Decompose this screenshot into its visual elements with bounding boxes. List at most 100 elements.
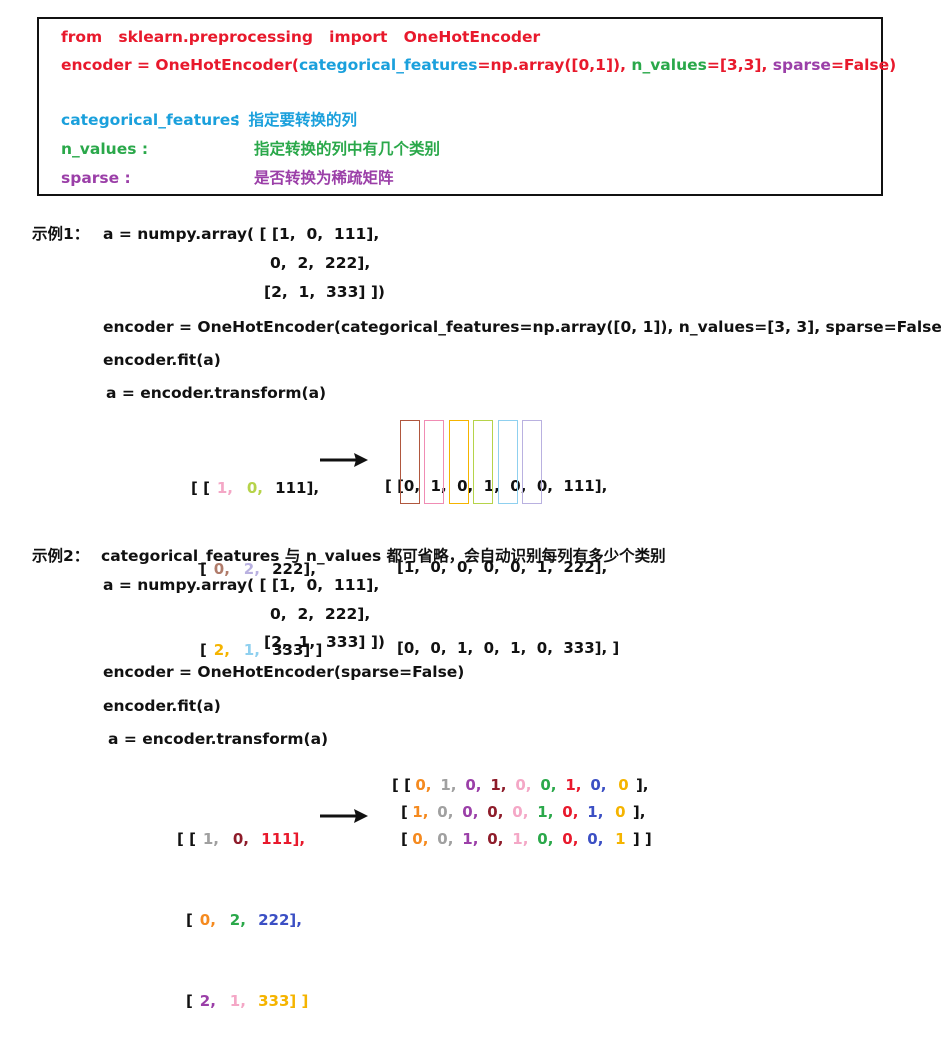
- matrix-row: [ [0, 1, 0, 1, 0, 0, 111],: [385, 477, 608, 495]
- param-nvalues-desc: 指定转换的列中有几个类别: [254, 140, 441, 158]
- cell: 0,: [199, 911, 216, 929]
- cell: 0: [618, 776, 629, 794]
- cell: 1,: [440, 776, 457, 794]
- cell: 0,: [415, 776, 432, 794]
- cell: 1,: [587, 803, 604, 821]
- example1-output-matrix: [ [0, 1, 0, 1, 0, 0, 111], [1, 0, 0, 0, …: [385, 419, 619, 689]
- cell: 0,: [540, 776, 557, 794]
- cell: 111],: [275, 479, 320, 497]
- cell: 2,: [229, 911, 246, 929]
- matrix-row: [ [0,1,0,1,0,0,1,0,0],: [392, 772, 652, 799]
- example1-encoder-line: encoder = OneHotEncoder(categorical_feat…: [103, 318, 941, 336]
- example1-input-matrix: [ [1,0, 111], [0,2, 222], [2,1, 333] ]: [191, 421, 322, 691]
- example1-label: 示例1：: [32, 225, 90, 243]
- matrix-row: [2, 1, 333] ]: [177, 988, 308, 1015]
- ctor-text: =False): [830, 56, 897, 74]
- cell: 0: [615, 803, 626, 821]
- encoder-constructor-line: encoder = OneHotEncoder(categorical_feat…: [61, 55, 896, 75]
- cell: 333] ]: [272, 641, 323, 659]
- cell: 0,: [562, 803, 579, 821]
- cell: 1,: [565, 776, 582, 794]
- cell: 1,: [202, 830, 219, 848]
- cell: 1,: [462, 830, 479, 848]
- matrix-row: [0,0,1,0,1,0,0,0,1] ]: [392, 826, 652, 853]
- bracket: [: [200, 641, 207, 659]
- column-highlight-box: [400, 420, 420, 504]
- import-line: from sklearn.preprocessing import OneHot…: [61, 28, 541, 46]
- arrow-right-icon: [320, 453, 368, 467]
- cell: 0,: [232, 830, 249, 848]
- cell: 0,: [213, 560, 230, 578]
- example1-transform-line: a = encoder.transform(a): [106, 384, 327, 402]
- column-highlight-box: [424, 420, 444, 504]
- cell: 0,: [487, 803, 504, 821]
- cell: 1,: [412, 803, 429, 821]
- example1-array-line1: a = numpy.array( [ [1, 0, 111],: [103, 225, 380, 243]
- param-nvalues-name: n_values :: [61, 140, 149, 158]
- example2-array-line3: [2, 1, 333] ]): [264, 633, 386, 651]
- cell: 0,: [246, 479, 263, 497]
- cell: 1,: [243, 641, 260, 659]
- cell: 0,: [587, 830, 604, 848]
- example2-label: 示例2：: [32, 547, 90, 565]
- example2-output-matrix: [ [0,1,0,1,0,0,1,0,0],[1,0,0,0,0,1,0,1,0…: [392, 772, 652, 853]
- example1-array-line2: 0, 2, 222],: [270, 254, 371, 272]
- column-highlight-box: [498, 420, 518, 504]
- param-categorical-desc: ：指定要转换的列: [233, 111, 358, 129]
- ctor-text: =[3,3],: [706, 56, 773, 74]
- cell: 222],: [258, 911, 302, 929]
- example2-input-matrix: [ [ 1, 0, 111], [0, 2, 222], [2, 1, 333] ]: [177, 772, 308, 1042]
- cell: 1,: [229, 992, 246, 1010]
- bracket: [: [401, 830, 408, 848]
- column-highlight-box: [449, 420, 469, 504]
- matrix-row: [2, 1, 333] ]: [191, 637, 322, 664]
- bracket: [: [186, 992, 193, 1010]
- cell: 111],: [261, 830, 306, 848]
- cell: 1,: [490, 776, 507, 794]
- cell: 0,: [537, 830, 554, 848]
- bracket: [ [: [392, 776, 411, 794]
- bracket: ],: [635, 776, 649, 794]
- bracket: [: [401, 803, 408, 821]
- param-categorical-name: categorical_features: [61, 111, 240, 129]
- example2-description: categorical_features 与 n_values 都可省略，会自动…: [101, 547, 666, 565]
- cell: 0,: [562, 830, 579, 848]
- bracket: [: [200, 560, 207, 578]
- example1-fit-line: encoder.fit(a): [103, 351, 221, 369]
- cell: 0,: [437, 830, 454, 848]
- cell: 2,: [243, 560, 260, 578]
- matrix-row: [1, 0, 0, 0, 0, 1, 222],: [397, 558, 608, 576]
- ctor-text: encoder = OneHotEncoder(: [61, 56, 299, 74]
- bracket: [: [186, 911, 193, 929]
- example2-encoder-line: encoder = OneHotEncoder(sparse=False): [103, 663, 465, 681]
- param-sparse-desc: 是否转换为稀疏矩阵: [254, 169, 394, 187]
- example2-transform-line: a = encoder.transform(a): [108, 730, 329, 748]
- cell: 1,: [537, 803, 554, 821]
- definition-box: [37, 17, 883, 196]
- example1-array-line3: [2, 1, 333] ]): [264, 283, 386, 301]
- cell: 1,: [216, 479, 233, 497]
- cell: 2,: [199, 992, 216, 1010]
- example2-fit-line: encoder.fit(a): [103, 697, 221, 715]
- cell: 1,: [512, 830, 529, 848]
- cell: 0,: [515, 776, 532, 794]
- example2-array-line2: 0, 2, 222],: [270, 605, 371, 623]
- cell: 2,: [213, 641, 230, 659]
- cell: 0,: [512, 803, 529, 821]
- cell: 222],: [272, 560, 316, 578]
- matrix-row: [1,0,0,0,0,1,0,1,0],: [392, 799, 652, 826]
- param-sparse-name: sparse :: [61, 169, 131, 187]
- cell: 0,: [462, 803, 479, 821]
- column-highlight-box: [522, 420, 542, 504]
- ctor-param-sparse: sparse: [772, 56, 831, 74]
- matrix-row: [0, 2, 222],: [177, 907, 308, 934]
- bracket: [ [: [177, 830, 196, 848]
- cell: 333] ]: [258, 992, 309, 1010]
- arrow-right-icon: [320, 809, 368, 823]
- ctor-param-nvalues: n_values: [631, 56, 707, 74]
- example2-array-line1: a = numpy.array( [ [1, 0, 111],: [103, 576, 380, 594]
- cell: 0,: [590, 776, 607, 794]
- ctor-param-categorical: categorical_features: [298, 56, 478, 74]
- cell: 1: [615, 830, 626, 848]
- matrix-row: [ [1,0, 111],: [191, 475, 322, 502]
